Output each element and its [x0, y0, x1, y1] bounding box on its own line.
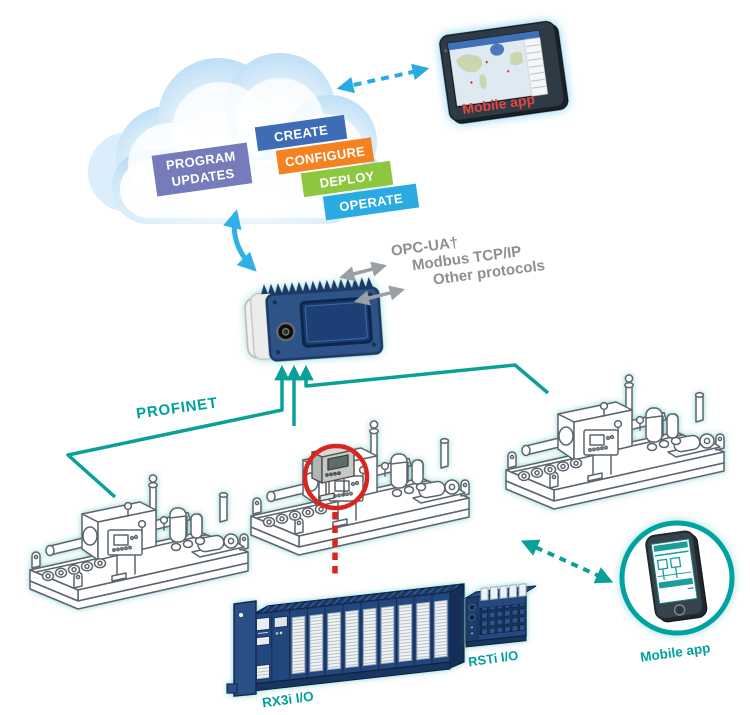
highlight-circle: [302, 443, 370, 511]
rx3i-rack: [226, 582, 465, 697]
protocol-arrows: [339, 261, 405, 306]
controller-device: [244, 276, 384, 362]
skid-left: [29, 474, 249, 610]
tablet-device: [439, 20, 569, 124]
phone-device: [645, 530, 708, 623]
cloud-controller-arrow: [223, 209, 257, 272]
skid-middle: [250, 420, 470, 556]
profinet-network-lines: [66, 363, 550, 499]
rsti-module: [465, 583, 537, 648]
skid-phone-arrow: [520, 539, 614, 584]
cloud-tablet-arrow: [336, 63, 430, 94]
skid-right: [505, 374, 725, 510]
